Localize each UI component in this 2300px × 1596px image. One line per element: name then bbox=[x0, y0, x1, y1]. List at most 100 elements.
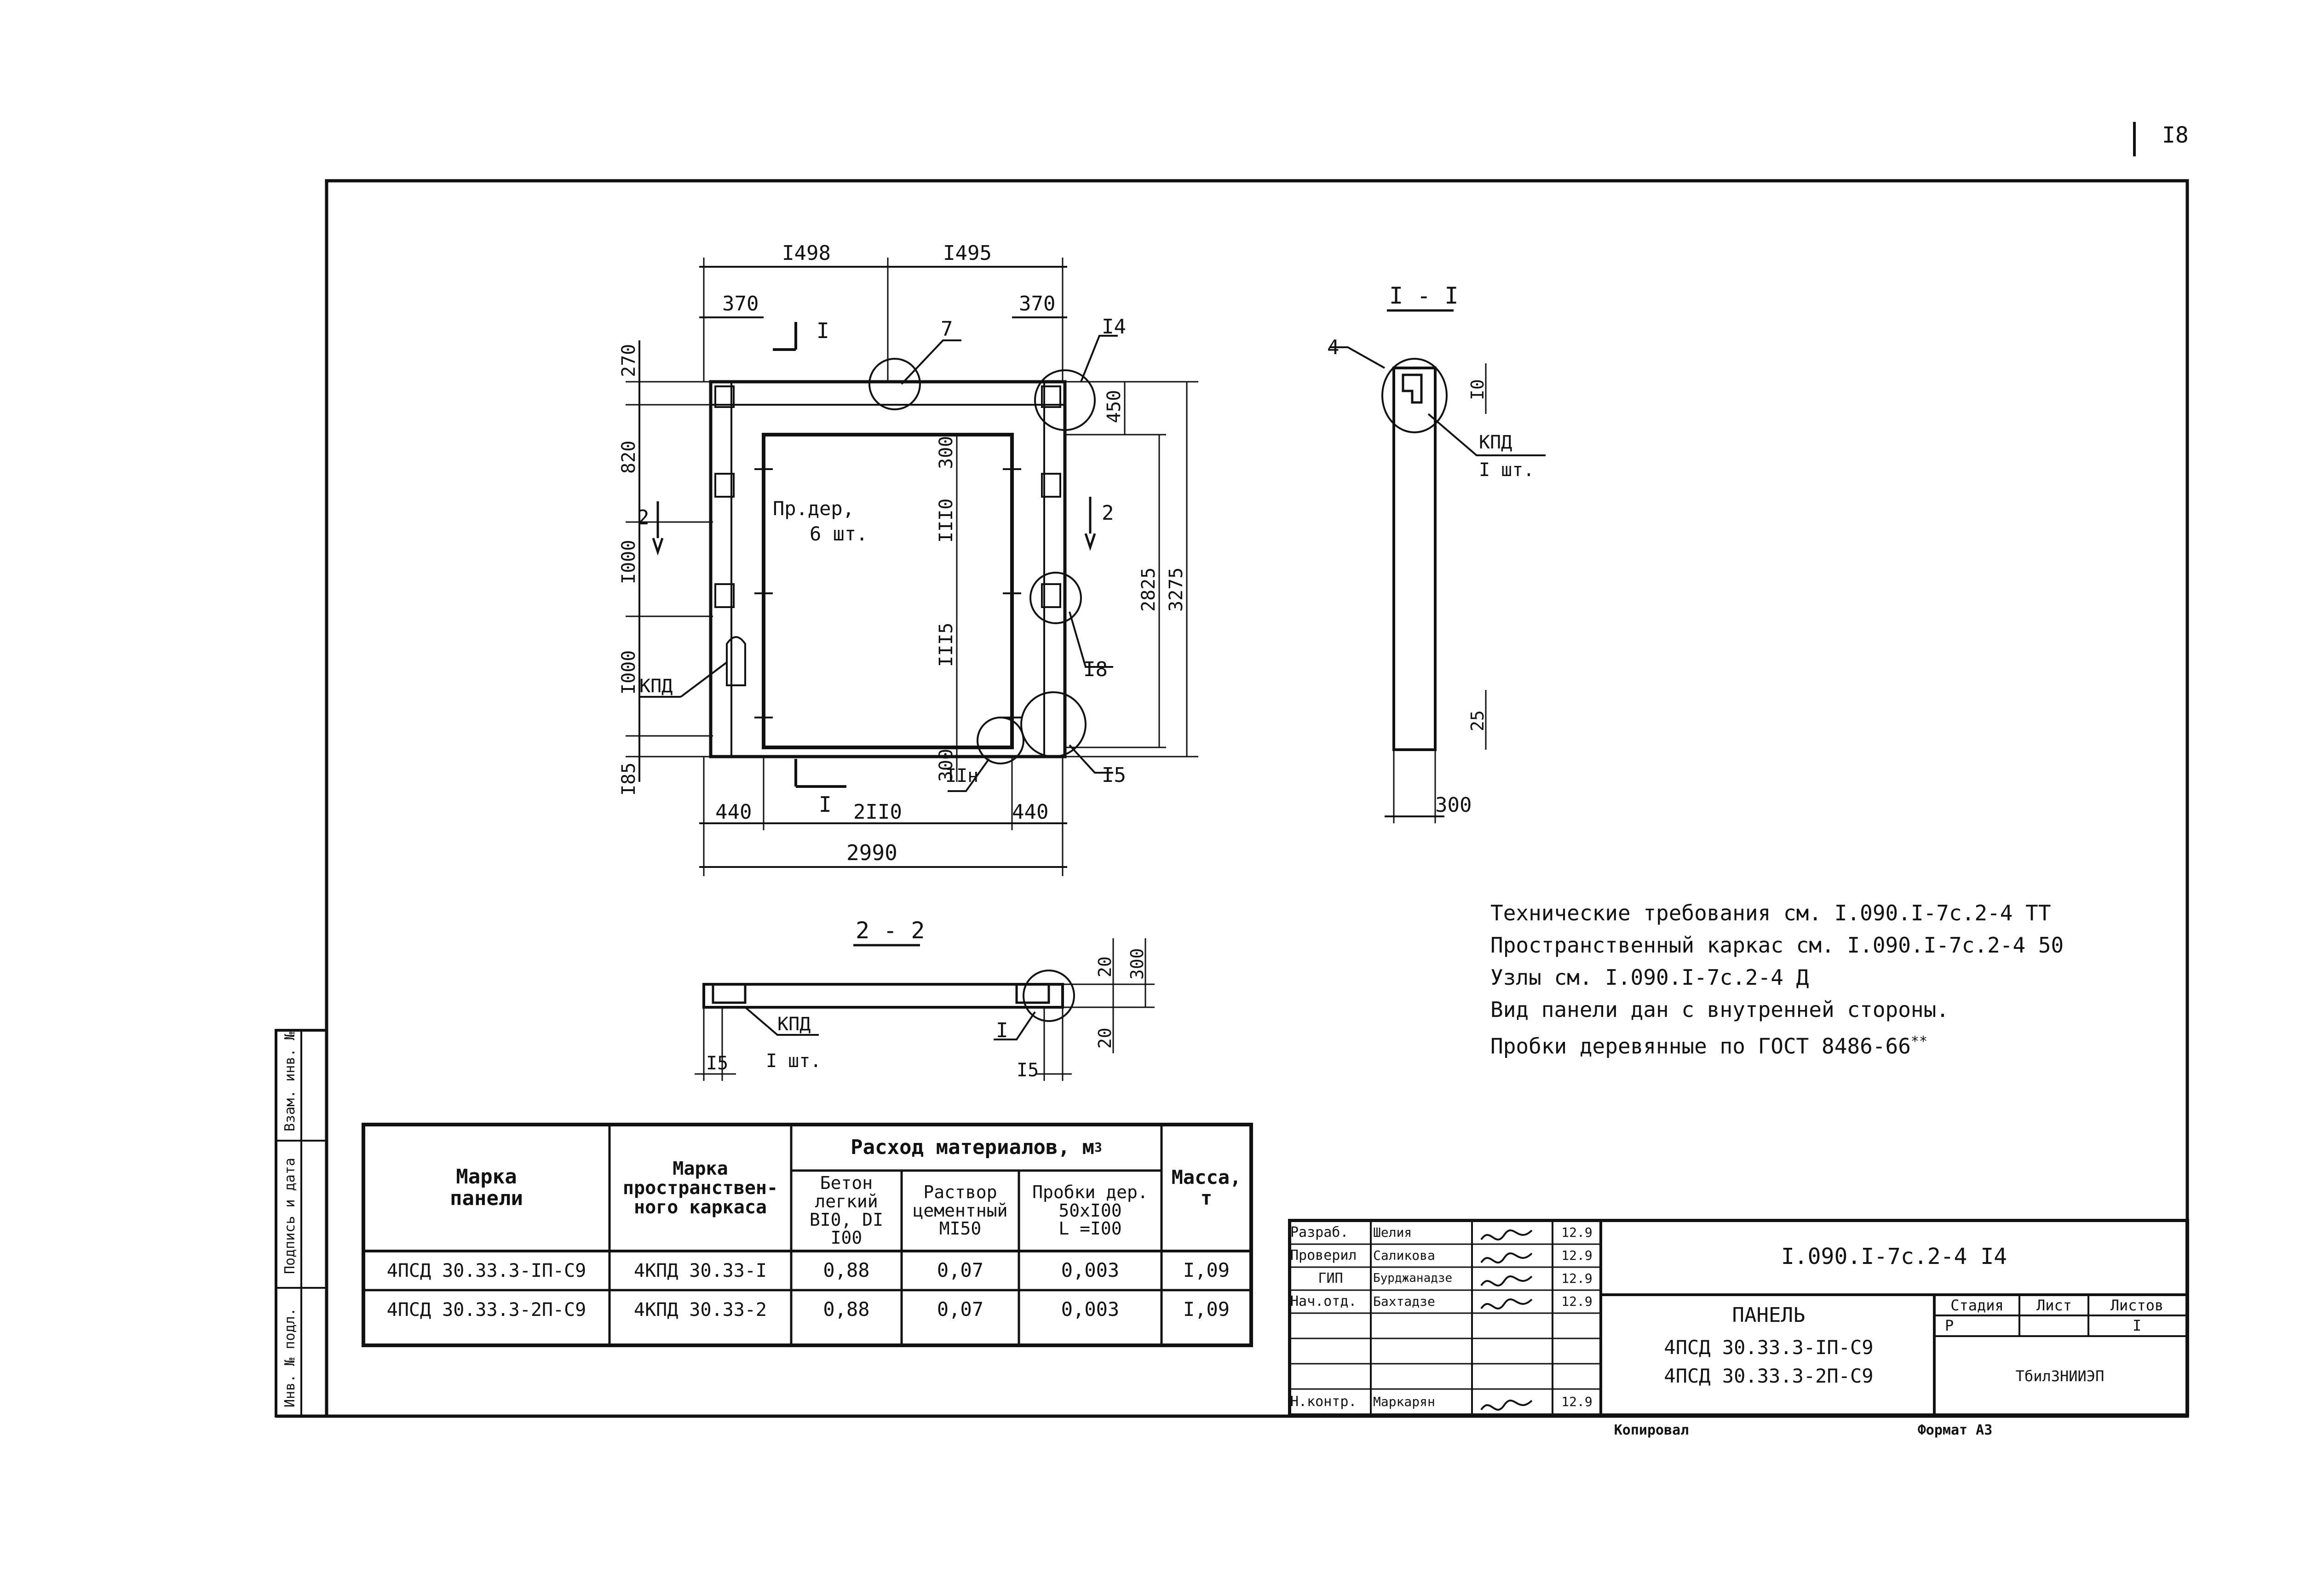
callout-18: I8 bbox=[1083, 658, 1108, 681]
cut-mark-top: I bbox=[816, 318, 829, 343]
callout-7: 7 bbox=[941, 317, 953, 341]
note-2: Пространственный каркас см. I.090.I-7с.2… bbox=[1490, 933, 2064, 958]
dim-inner-300-top: 300 bbox=[936, 436, 957, 469]
dim-left-185: I85 bbox=[618, 763, 639, 796]
dim-inner-300-bottom: 300 bbox=[936, 749, 957, 782]
materials-table bbox=[362, 1123, 1253, 1347]
tb-role-1: Разраб. bbox=[1290, 1224, 1349, 1241]
tb-date-3: 12.9 bbox=[1561, 1271, 1593, 1286]
section-1-1: I - I 4 КПД I шт. I0 25 300 bbox=[1327, 282, 1546, 823]
dim-left-270: 270 bbox=[618, 344, 639, 377]
table-row-1-frame: 4КПД 30.33-I bbox=[634, 1260, 767, 1281]
section-2-qty: I шт. bbox=[766, 1051, 821, 1072]
dim-side-top-left: 370 bbox=[722, 292, 759, 316]
tb-role-3: ГИП bbox=[1318, 1270, 1343, 1287]
table-row-1-mortar: 0,07 bbox=[937, 1259, 984, 1282]
tb-role-5: Н.контр. bbox=[1290, 1393, 1357, 1410]
section-2-title: 2 - 2 bbox=[856, 917, 925, 944]
callout-15: I5 bbox=[1102, 764, 1126, 787]
note-5: Пробки деревянные по ГОСТ 8486-66** bbox=[1490, 1026, 2064, 1062]
dim-total-2990: 2990 bbox=[846, 840, 897, 865]
panel-elevation: 7 I4 I8 I5 IIн Пр.дер, 6 шт. КПД I498 I4… bbox=[618, 241, 1198, 876]
table-row-2-mass: I,09 bbox=[1183, 1298, 1230, 1321]
table-header-corks: Пробки дер. 50хI00 L =I00 bbox=[1032, 1182, 1148, 1239]
dim-right-450: 450 bbox=[1104, 390, 1125, 423]
tb-stage-value: Р bbox=[1945, 1317, 1954, 1335]
dim-left-1000a: I000 bbox=[618, 540, 639, 584]
label-wood-plugs-qty: 6 шт. bbox=[810, 522, 868, 545]
callout-14: I4 bbox=[1102, 315, 1126, 339]
label-wood-plugs: Пр.дер, bbox=[773, 497, 854, 520]
stamp-signature-date: Подпись и дата bbox=[282, 1158, 298, 1274]
table-row-2-concrete: 0,88 bbox=[823, 1298, 870, 1321]
table-header-mass: Масса, т bbox=[1171, 1166, 1242, 1209]
table-row-1-mark: 4ПСД 30.33.3-IП-С9 bbox=[386, 1260, 586, 1281]
dim-bottom-2110: 2II0 bbox=[853, 800, 902, 824]
tb-title: ПАНЕЛЬ bbox=[1732, 1303, 1806, 1327]
tb-header-sheets: Листов bbox=[2110, 1297, 2164, 1315]
tb-date-2: 12.9 bbox=[1561, 1248, 1593, 1263]
tb-name-3: Бурджанадзе bbox=[1373, 1271, 1453, 1286]
signature-4 bbox=[1480, 1298, 1533, 1309]
tb-name-2: Саликова bbox=[1373, 1248, 1435, 1263]
table-row-1-corks: 0,003 bbox=[1061, 1259, 1120, 1282]
tb-role-2: Проверил bbox=[1290, 1247, 1357, 1264]
tb-date-4: 12.9 bbox=[1561, 1294, 1593, 1309]
section-1-callout-4: 4 bbox=[1327, 336, 1340, 359]
title-block bbox=[1288, 1219, 2189, 1417]
tb-header-stage: Стадия bbox=[1950, 1297, 2004, 1315]
section-1-dim-25: 25 bbox=[1467, 710, 1488, 731]
dim-right-2825: 2825 bbox=[1138, 568, 1159, 612]
section-2-2: 2 - 2 КПД I шт. I I5 I5 20 20 300 bbox=[695, 917, 1155, 1081]
section-1-kpd: КПД bbox=[1479, 432, 1512, 453]
tb-title-line3: 4ПСД 30.33.3-2П-С9 bbox=[1664, 1365, 1874, 1388]
footer-copied: Копировал bbox=[1614, 1422, 1689, 1439]
note-1: Технические требования см. I.090.I-7с.2-… bbox=[1490, 901, 2051, 925]
table-header-mortar: Раствор цементный МI50 bbox=[913, 1182, 1008, 1239]
footer-format: Формат А3 bbox=[1917, 1422, 1993, 1439]
stamp-inventory-replace: Взам. инв. № bbox=[282, 1032, 298, 1131]
dim-left-1000b: I000 bbox=[618, 650, 639, 695]
tb-date-5: 12.9 bbox=[1561, 1394, 1593, 1409]
tb-sheets-value: I bbox=[2132, 1317, 2142, 1335]
dim-side-top-right: 370 bbox=[1019, 292, 1055, 316]
cut-mark-bottom: I bbox=[819, 792, 832, 817]
door-opening bbox=[762, 433, 1014, 749]
tb-organization: ТбилЗНИИЭП bbox=[2015, 1367, 2104, 1385]
section-2-callout-1: I bbox=[996, 1019, 1008, 1042]
table-header-mark: Марка панели bbox=[450, 1165, 523, 1210]
cut-2-right: 2 bbox=[1102, 501, 1114, 525]
signature-1 bbox=[1480, 1229, 1533, 1240]
dim-top-left: I498 bbox=[782, 241, 831, 265]
table-row-2-corks: 0,003 bbox=[1061, 1298, 1120, 1321]
dim-right-3275: 3275 bbox=[1166, 568, 1187, 612]
dim-bottom-440-left: 440 bbox=[715, 800, 752, 824]
note-5-sup: ** bbox=[1910, 1033, 1928, 1050]
table-header-consumption-text: Расход материалов, м bbox=[851, 1135, 1094, 1159]
callout-11n: IIн bbox=[945, 765, 978, 787]
section-2-dim-15-right: I5 bbox=[1017, 1060, 1039, 1081]
tb-title-line2: 4ПСД 30.33.3-IП-С9 bbox=[1664, 1336, 1874, 1359]
section-2-dim-20-bottom: 20 bbox=[1095, 1028, 1115, 1049]
section-1-dim-10: I0 bbox=[1467, 379, 1488, 400]
note-5-text: Пробки деревянные по ГОСТ 8486-66 bbox=[1490, 1033, 1911, 1059]
tb-header-sheet: Лист bbox=[2036, 1297, 2072, 1315]
signature-2 bbox=[1480, 1252, 1533, 1263]
signature-5 bbox=[1480, 1400, 1533, 1411]
table-row-2-mark: 4ПСД 30.33.3-2П-С9 bbox=[386, 1299, 586, 1320]
section-1-title: I - I bbox=[1389, 282, 1459, 309]
technical-notes: Технические требования см. I.090.I-7с.2-… bbox=[1490, 897, 2064, 1062]
dim-left-820: 820 bbox=[618, 441, 639, 474]
tb-role-4: Нач.отд. bbox=[1290, 1293, 1357, 1310]
tb-name-5: Маркарян bbox=[1373, 1394, 1435, 1409]
tb-date-1: 12.9 bbox=[1561, 1225, 1593, 1240]
label-kpd-elevation: КПД bbox=[639, 676, 673, 697]
tb-doc-code: I.090.I-7с.2-4 I4 bbox=[1781, 1244, 2007, 1270]
section-2-kpd: КПД bbox=[777, 1014, 811, 1035]
dim-top-right: I495 bbox=[943, 241, 992, 265]
dim-bottom-440-right: 440 bbox=[1012, 800, 1048, 824]
note-3: Узлы см. I.090.I-7с.2-4 Д bbox=[1490, 965, 1809, 990]
section-2-dim-20-top: 20 bbox=[1095, 956, 1115, 977]
